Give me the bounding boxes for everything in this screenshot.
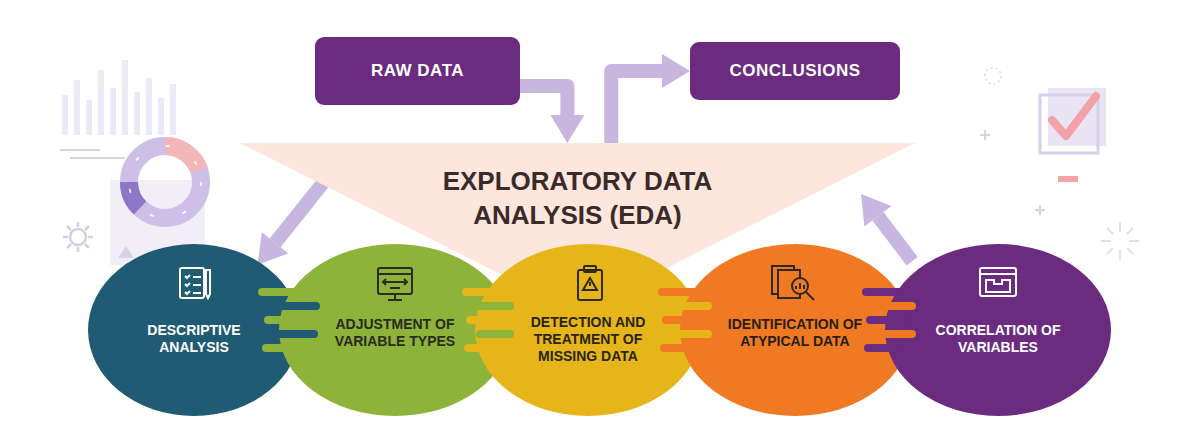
step-ellipse: DESCRIPTIVE ANALYSIS: [88, 244, 300, 416]
flow-arrow: [611, 54, 690, 143]
node-label: IDENTIFICATION OF ATYPICAL DATA: [720, 316, 870, 350]
arrow-head: [258, 232, 289, 264]
node-label: RAW DATA: [371, 61, 464, 81]
shape-fill: [885, 244, 1111, 416]
node-label: CONCLUSIONS: [729, 61, 860, 81]
shape-fill: [88, 244, 300, 416]
arrow-shaft: [520, 86, 567, 115]
arrow-shaft: [275, 177, 328, 243]
step-ellipse: IDENTIFICATION OF ATYPICAL DATA: [680, 244, 910, 416]
flow-arrow: [258, 177, 328, 265]
shape-fill: [680, 244, 910, 416]
output-box: CONCLUSIONS: [690, 42, 900, 100]
shape-fill: [475, 244, 701, 416]
band-title: EXPLORATORY DATA ANALYSIS (EDA): [413, 165, 743, 233]
arrow-head: [861, 194, 891, 227]
arrow-head: [550, 115, 584, 143]
arrow-shaft: [878, 216, 912, 261]
arrow-shaft: [611, 71, 662, 143]
flow-arrow: [520, 86, 584, 143]
step-ellipse: DETECTION AND TREATMENT OF MISSING DATA: [475, 244, 701, 416]
step-ellipse: CORRELATION OF VARIABLES: [885, 244, 1111, 416]
node-label: DESCRIPTIVE ANALYSIS: [124, 322, 264, 356]
input-box: RAW DATA: [315, 37, 520, 105]
node-label: DETECTION AND TREATMENT OF MISSING DATA: [513, 314, 663, 364]
node-label: ADJUSTMENT OF VARIABLE TYPES: [320, 316, 470, 350]
arrow-head: [662, 54, 690, 88]
flow-arrow: [861, 194, 912, 261]
node-label: CORRELATION OF VARIABLES: [923, 322, 1073, 356]
